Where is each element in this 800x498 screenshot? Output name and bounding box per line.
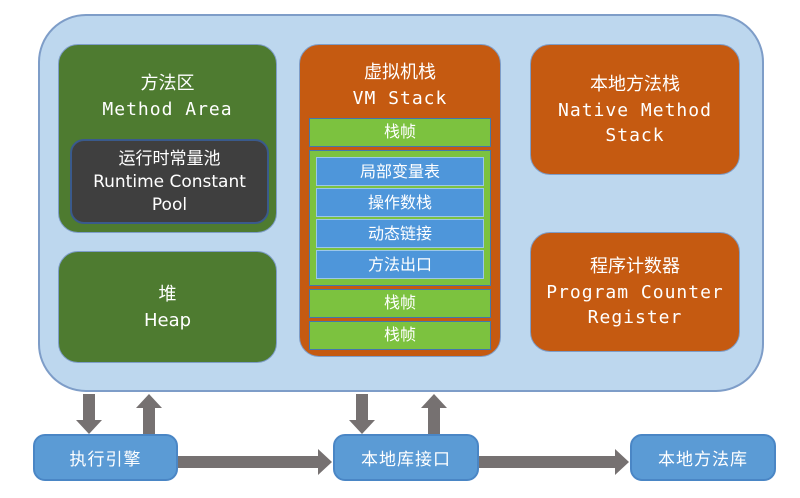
native-interface-box: 本地库接口 [333, 434, 479, 481]
stack-frame-detail-box: 局部变量表 操作数栈 动态链接 方法出口 [309, 150, 491, 286]
arrow-native-interface-to-native-library [479, 449, 629, 475]
execution-engine-box: 执行引擎 [33, 434, 178, 481]
runtime-pool-title-en-line2: Pool [151, 194, 188, 215]
heap-title-zh: 堆 [158, 283, 177, 305]
arrow-shaft [479, 456, 616, 468]
native-library-label: 本地方法库 [658, 450, 748, 470]
runtime-constant-pool-box: 运行时常量池 Runtime Constant Pool [70, 139, 269, 224]
arrow-head [615, 449, 629, 475]
vm-stack-title-zh: 虚拟机栈 [364, 62, 436, 83]
native-method-stack-box: 本地方法栈 Native Method Stack [530, 44, 740, 175]
arrow-shaft [83, 394, 95, 421]
heap-box: 堆 Heap [58, 251, 277, 363]
method-area-title-en: Method Area [102, 99, 233, 120]
program-counter-title-en: Program Counter Register [546, 282, 724, 328]
execution-engine-label: 执行引擎 [69, 450, 142, 470]
method-exit-row: 方法出口 [316, 250, 484, 279]
vm-stack-box: 虚拟机栈 VM Stack 栈帧 局部变量表 操作数栈 动态链接 方法出口 栈帧… [299, 44, 501, 357]
arrow-shaft [178, 456, 319, 468]
arrow-head [318, 449, 332, 475]
local-variable-table-row: 局部变量表 [316, 157, 484, 186]
arrow-execution-engine-to-native-interface [178, 449, 332, 475]
native-interface-label: 本地库接口 [361, 450, 451, 470]
native-method-stack-title-en: Native Method Stack [558, 99, 712, 146]
dynamic-linking-row: 动态链接 [316, 219, 484, 248]
program-counter-box: 程序计数器 Program Counter Register [530, 232, 740, 352]
method-area-title-zh: 方法区 [140, 73, 195, 94]
stack-frame-bar-1: 栈帧 [309, 118, 491, 147]
stack-frame-bar-2: 栈帧 [309, 289, 491, 318]
arrow-head [349, 420, 375, 434]
stack-frame-bar-3: 栈帧 [309, 321, 491, 350]
program-counter-title-zh: 程序计数器 [590, 256, 680, 277]
arrow-shaft [143, 407, 155, 434]
runtime-pool-title-zh: 运行时常量池 [118, 148, 221, 169]
arrow-head [136, 394, 162, 408]
vm-stack-title-en: VM Stack [352, 88, 448, 109]
arrow-head [76, 420, 102, 434]
native-library-box: 本地方法库 [630, 434, 776, 481]
arrow-down-to-execution-engine [76, 394, 102, 434]
arrow-up-from-execution-engine [136, 394, 162, 434]
arrow-head [421, 394, 447, 408]
method-area-box: 方法区 Method Area 运行时常量池 Runtime Constant … [58, 44, 277, 233]
arrow-up-from-native-interface [421, 394, 447, 434]
arrow-down-to-native-interface [349, 394, 375, 434]
heap-title-en: Heap [143, 309, 192, 331]
vm-stack-title: 虚拟机栈 VM Stack [300, 60, 500, 111]
operand-stack-row: 操作数栈 [316, 188, 484, 217]
runtime-pool-title-en-line1: Runtime Constant [93, 171, 246, 192]
arrow-shaft [356, 394, 368, 421]
arrow-shaft [428, 407, 440, 434]
native-method-stack-title-zh: 本地方法栈 [590, 73, 680, 95]
